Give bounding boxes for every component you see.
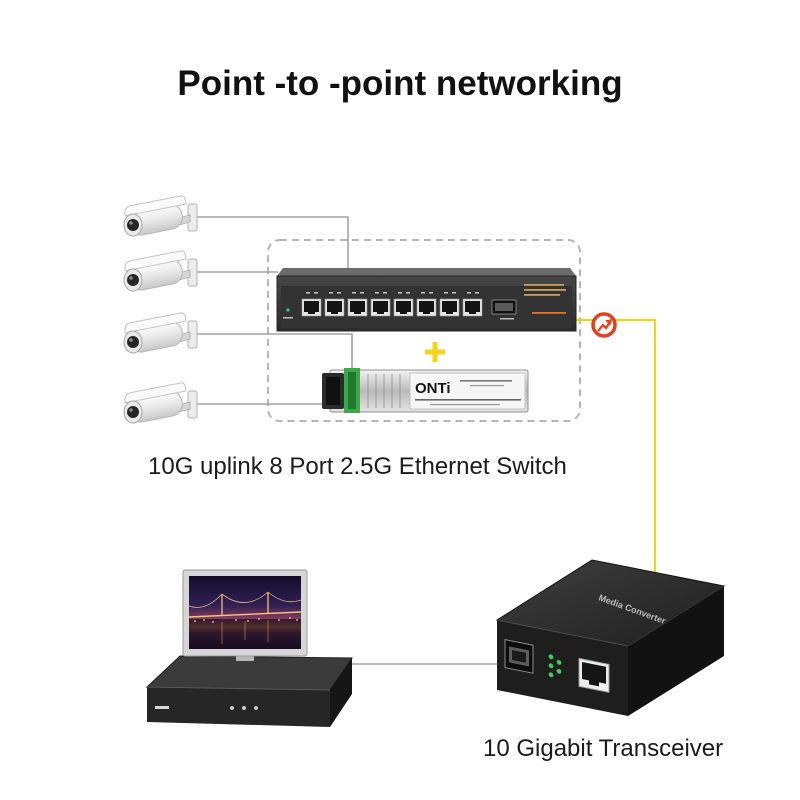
media-converter: Media Converter xyxy=(495,559,726,716)
fiber-link-icon xyxy=(591,312,617,338)
monitor xyxy=(182,569,308,661)
switch-group-box xyxy=(267,239,581,422)
plus-icon xyxy=(425,342,445,362)
rj45-port xyxy=(347,298,368,317)
converter-sfp-port xyxy=(504,639,534,674)
camera-cable-3 xyxy=(196,333,353,370)
media-converter-side xyxy=(628,586,724,716)
page-title: Point -to -point networking xyxy=(177,64,622,103)
rj45-port xyxy=(370,298,391,317)
rj45-port xyxy=(324,298,345,317)
transceiver-caption: 10 Gigabit Transceiver xyxy=(483,735,723,762)
rj45-port xyxy=(393,298,414,317)
sfp-uplink-port xyxy=(491,299,517,315)
ethernet-switch xyxy=(276,268,577,332)
media-converter-front xyxy=(497,620,628,716)
bullet-camera-icon-3 xyxy=(122,311,198,355)
rj45-port xyxy=(416,298,437,317)
status-leds xyxy=(548,654,562,678)
sfp-label xyxy=(409,372,526,410)
nvr-recorder xyxy=(145,655,353,727)
fiber-cable xyxy=(576,318,657,573)
rj45-port xyxy=(462,298,483,317)
bullet-camera-icon-1 xyxy=(122,194,198,238)
switch-caption: 10G uplink 8 Port 2.5G Ethernet Switch xyxy=(148,453,567,480)
camera-cable-1 xyxy=(196,216,349,268)
monitor-screen xyxy=(188,576,302,649)
rj45-port xyxy=(301,298,322,317)
rj45-port xyxy=(439,298,460,317)
port-labels xyxy=(306,292,479,294)
power-led xyxy=(286,308,290,312)
converter-rj45-port xyxy=(578,657,610,694)
switch-spec-labels xyxy=(500,284,566,320)
sfp-module: ONTi xyxy=(322,368,529,413)
bullet-camera-icon-2 xyxy=(122,249,198,293)
bullet-camera-icon-4 xyxy=(122,381,198,425)
sfp-brand: ONTi xyxy=(415,380,451,397)
